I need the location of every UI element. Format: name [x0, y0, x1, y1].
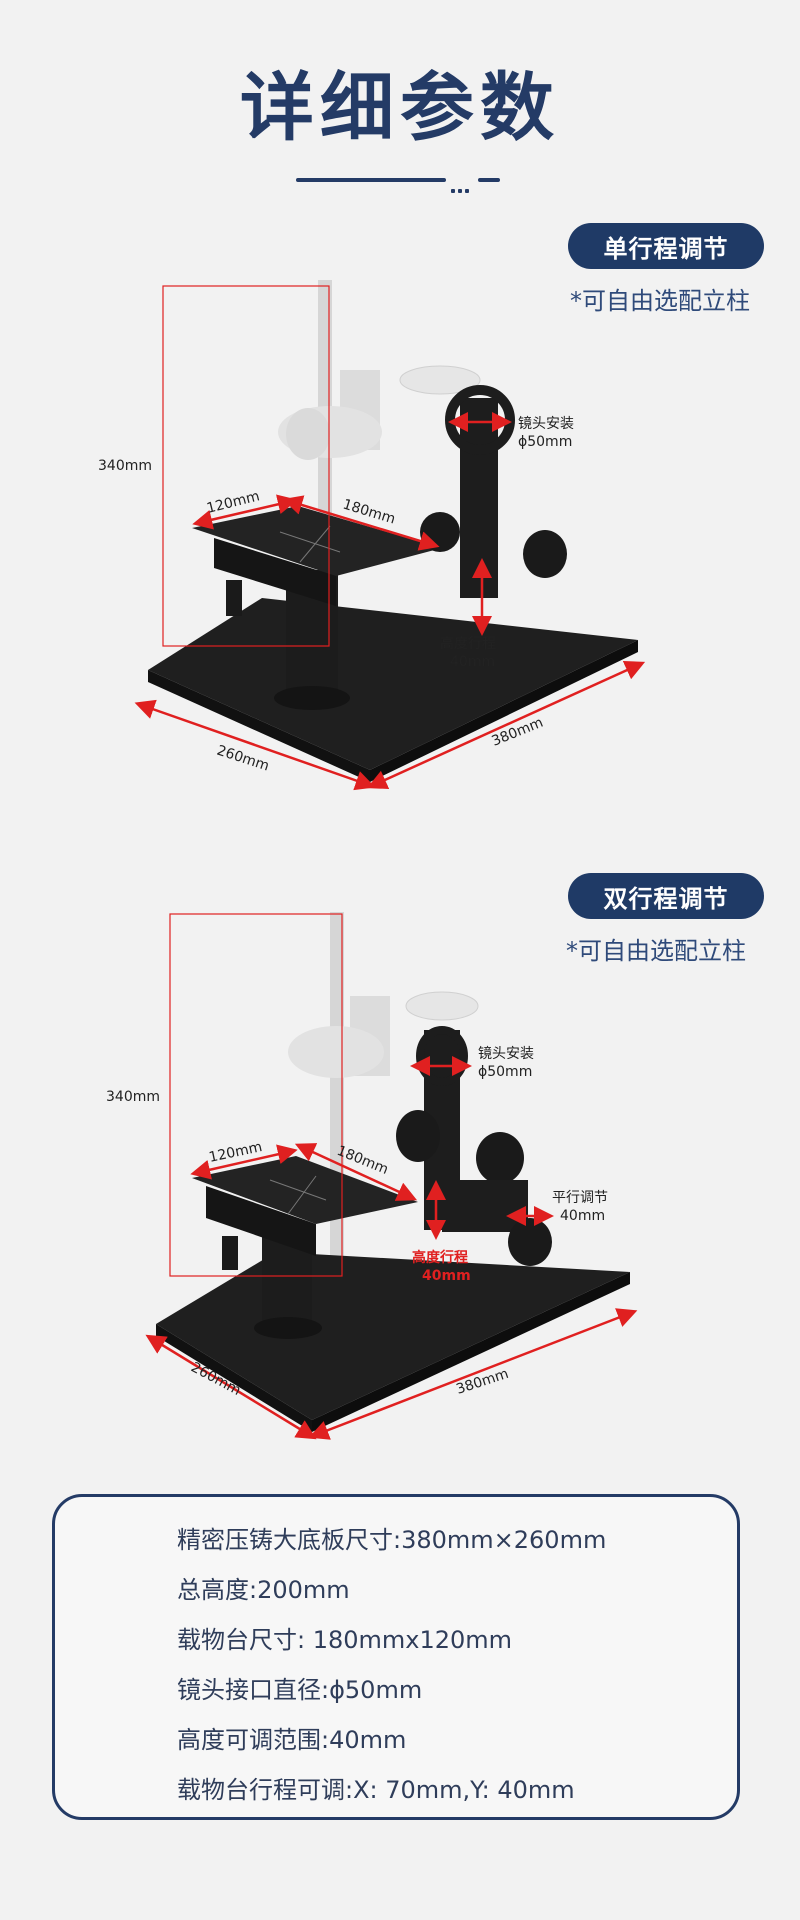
dual-travel-stand-figure: 340mm 120mm 180mm 镜头安装 ϕ50mm 平行调节 40mm 高… [106, 912, 638, 1440]
height-label-2: 340mm [106, 1089, 160, 1105]
parallel-adjust-label: 平行调节 [552, 1190, 608, 1206]
page-title: 详细参数 [240, 65, 560, 151]
spec-box: 精密压铸大底板尺寸:380mm×260mm 总高度:200mm 载物台尺寸: 1… [52, 1494, 740, 1820]
optional-column-note: *可自由选配立柱 [570, 287, 750, 315]
lens-mount-label-2: 镜头安装 [478, 1046, 534, 1062]
spec-item-stage-size: 载物台尺寸: 180mmx120mm [177, 1626, 513, 1654]
dual-travel-badge: 双行程调节 [568, 873, 764, 919]
height-label: 340mm [98, 458, 152, 474]
lens-mount-label: 镜头安装 [518, 416, 574, 432]
lens-diameter-label: ϕ50mm [518, 434, 572, 450]
spec-item-base-size: 精密压铸大底板尺寸:380mm×260mm [177, 1526, 607, 1554]
optional-column-note-2: *可自由选配立柱 [566, 937, 746, 965]
stage-width-label-2: 120mm [208, 1139, 264, 1166]
spec-list: 精密压铸大底板尺寸:380mm×260mm 总高度:200mm 载物台尺寸: 1… [177, 1515, 606, 1815]
spec-item-height-range: 高度可调范围:40mm [177, 1726, 407, 1754]
height-travel-label: 高度行程 [440, 635, 496, 652]
parallel-adjust-value: 40mm [560, 1208, 605, 1224]
single-travel-stand-figure: 340mm 120mm 180mm 镜头安装 ϕ50mm 高度行程 40mm 2… [98, 280, 646, 791]
height-travel-value: 40mm [450, 654, 495, 670]
height-travel-label-2: 高度行程 [412, 1249, 468, 1266]
spec-item-total-height: 总高度:200mm [177, 1576, 350, 1604]
spec-item-stage-travel: 载物台行程可调:X: 70mm,Y: 40mm [177, 1776, 575, 1804]
stage-width-label: 120mm [205, 488, 261, 517]
height-travel-value-2: 40mm [422, 1268, 471, 1284]
title-divider [0, 175, 800, 193]
single-travel-badge: 单行程调节 [568, 223, 764, 269]
lens-diameter-label-2: ϕ50mm [478, 1064, 532, 1080]
spec-item-lens-diameter: 镜头接口直径:ϕ50mm [177, 1676, 423, 1704]
